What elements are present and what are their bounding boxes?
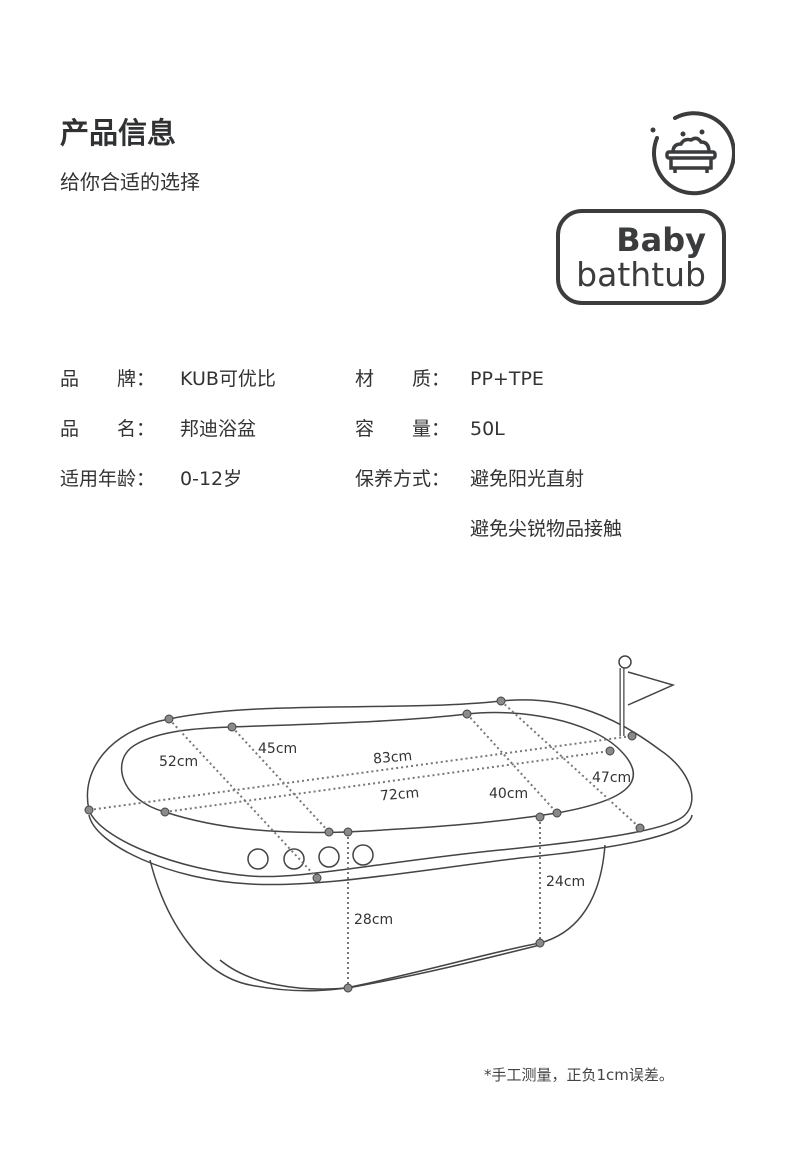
spec-value: 0-12岁: [180, 468, 243, 490]
page-title: 产品信息: [60, 116, 177, 150]
page-subtitle: 给你合适的选择: [60, 170, 200, 194]
dim-label-47cm: 47cm: [592, 770, 631, 786]
measurement-footnote: *手工测量，正负1cm误差。: [484, 1066, 674, 1084]
dim-label-28cm: 28cm: [354, 912, 393, 928]
dim-label-24cm: 24cm: [546, 874, 585, 890]
spec-value: PP+TPE: [470, 368, 544, 390]
spec-label: 品 牌：: [60, 368, 156, 390]
spec-label: 适用年龄：: [60, 468, 156, 490]
dim-label-45cm: 45cm: [258, 741, 297, 757]
bathtub-diagram: 52cm 45cm 83cm 72cm 40cm 47cm 28cm 24cm: [84, 655, 693, 993]
spec-label: 品 名：: [60, 418, 156, 440]
spec-value: 50L: [470, 418, 505, 440]
spec-care: 保养方式： 避免阳光直射: [355, 464, 584, 491]
spec-label: 容 量：: [355, 418, 451, 440]
tub-base: [219, 944, 541, 990]
dim-label-72cm: 72cm: [379, 785, 419, 804]
spec-value: 邦迪浴盆: [180, 418, 257, 440]
dim-label-83cm: 83cm: [372, 748, 412, 767]
dim-label-40cm: 40cm: [489, 786, 528, 802]
spec-capacity: 容 量： 50L: [355, 414, 505, 441]
spec-value: KUB可优比: [180, 368, 276, 390]
tub-body: [149, 844, 606, 992]
spec-label: 保养方式：: [355, 468, 451, 490]
spec-name: 品 名： 邦迪浴盆: [60, 414, 256, 441]
spec-value: 避免阳光直射: [470, 468, 585, 490]
measure-dots: [84, 696, 645, 993]
baby-bathtub-logo: Baby bathtub: [556, 209, 726, 305]
logo-line-2: bathtub: [576, 255, 706, 294]
spec-material: 材 质： PP+TPE: [355, 364, 544, 391]
logo-line-1: Baby: [616, 221, 706, 259]
tub-rim-lower: [88, 814, 693, 886]
tub-outer-rim: [86, 699, 693, 878]
spec-label: 材 质：: [355, 368, 451, 390]
spec-brand: 品 牌： KUB可优比: [60, 364, 276, 391]
flag: [627, 671, 676, 706]
spec-age: 适用年龄： 0-12岁: [60, 464, 242, 491]
spec-care-2: 避免尖锐物品接触: [470, 518, 623, 540]
tub-inner-opening: [120, 711, 635, 834]
bath-icon: [650, 111, 735, 196]
dim-label-52cm: 52cm: [159, 754, 198, 770]
